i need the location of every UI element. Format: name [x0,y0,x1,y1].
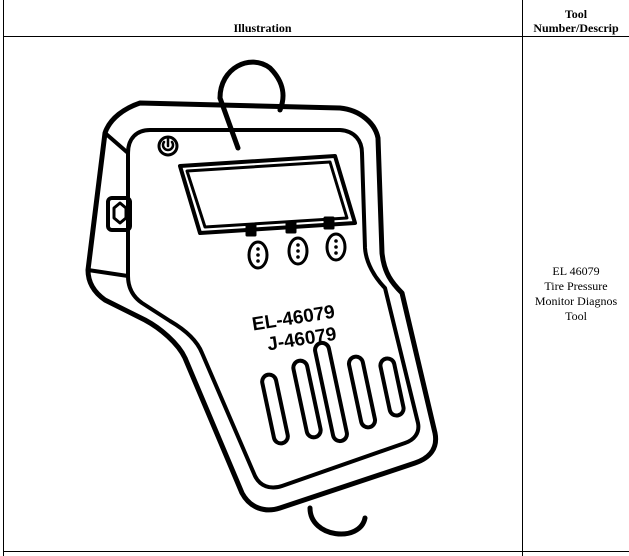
device-face [126,128,421,490]
tool-desc-line2: Tire Pressure [544,279,608,293]
header-tool-line1: Tool [564,7,588,21]
device-screen-inner [185,160,349,229]
side-connector [106,196,132,232]
antenna-top [217,59,286,113]
header-illustration: Illustration [233,21,292,35]
power-icon [157,135,179,157]
device-buttons [245,216,347,270]
device-label: EL-46079 J-46079 [251,302,338,356]
header-tool-line2: Number/Descrip [533,21,619,35]
tool-desc-line4: Tool [565,309,587,323]
side-connector-hex [112,201,128,225]
table-left-border [3,0,4,556]
device-body [85,100,439,513]
device-side-edge [103,131,130,155]
tire-pressure-tool-illustration: EL-46079 J-46079 [85,59,439,537]
table-bottom-border [3,551,629,552]
device-screen [178,154,357,235]
tool-desc-line1: EL 46079 [552,264,600,278]
header-divider [3,36,629,37]
table-column-divider [522,0,523,556]
device-vents [260,340,406,446]
tool-desc-line3: Monitor Diagnos [534,294,618,308]
bottom-nub [307,505,368,537]
